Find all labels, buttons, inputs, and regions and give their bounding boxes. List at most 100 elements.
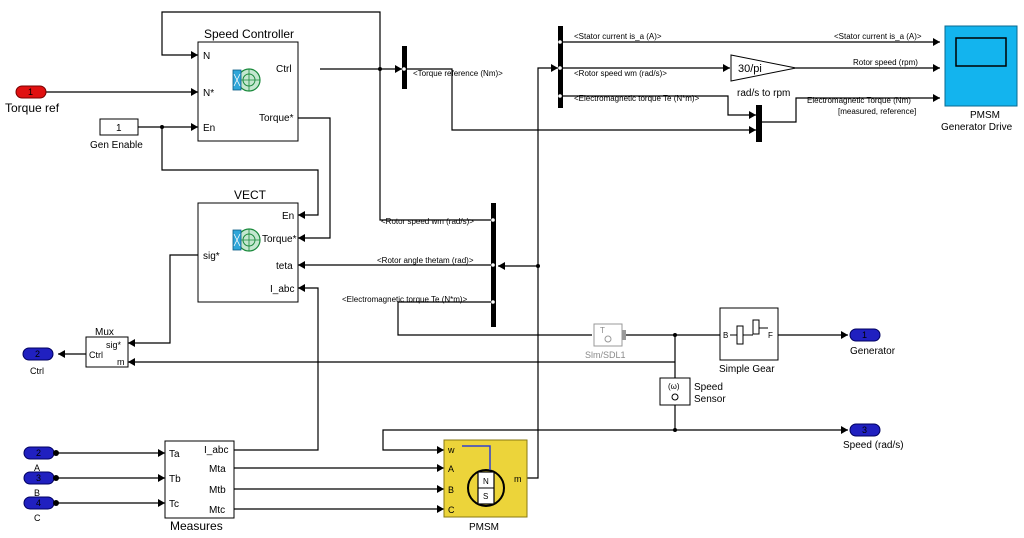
- svg-text:Tb: Tb: [169, 474, 181, 485]
- port-c[interactable]: 4 C: [23, 496, 59, 523]
- generator-label: Generator: [850, 346, 896, 357]
- motor-glyph-icon: [232, 228, 261, 252]
- gen-enable-constant[interactable]: 1 Gen Enable: [90, 118, 143, 151]
- arrowheads: [58, 38, 940, 513]
- svg-text:I_abc: I_abc: [270, 284, 294, 295]
- svg-text:S: S: [483, 492, 488, 501]
- svg-text:sig*: sig*: [106, 340, 122, 350]
- simple-gear-block[interactable]: B F Simple Gear: [719, 307, 779, 375]
- speed-sensor-label-1: Speed: [694, 382, 723, 393]
- gen-enable-label: Gen Enable: [90, 140, 143, 151]
- wire-bus-to-top-selector: [537, 67, 558, 266]
- mux-torque: [756, 105, 762, 142]
- speed-controller-title: Speed Controller: [204, 27, 294, 41]
- signal-torque-reference: <Torque reference (Nm)>: [413, 69, 503, 78]
- speed-sensor-label-2: Sensor: [694, 394, 726, 405]
- port-a[interactable]: 2 A: [23, 446, 59, 473]
- wire-em-torque-to-slm: [397, 301, 592, 336]
- vect-title: VECT: [234, 188, 267, 202]
- signal-stator-current-2: <Stator current is_a (A)>: [834, 32, 922, 41]
- svg-text:m: m: [117, 357, 125, 367]
- svg-text:w: w: [447, 445, 455, 455]
- measures-title: Measures: [170, 519, 223, 533]
- signal-em-torque-top: <Electromagnetic torque Te (N*m)>: [574, 94, 700, 103]
- signal-rotor-angle: <Rotor angle thetam (rad)>: [377, 256, 474, 265]
- pmsm-title: PMSM: [469, 522, 499, 533]
- svg-text:(ω): (ω): [668, 382, 680, 391]
- gain-block[interactable]: 30/pi rad/s to rpm: [730, 54, 797, 99]
- svg-text:Mta: Mta: [209, 464, 226, 475]
- wire-torque-ref-to-mux: [407, 68, 756, 131]
- svg-text:N: N: [483, 477, 489, 486]
- simple-gear-label: Simple Gear: [719, 364, 775, 375]
- vect-block[interactable]: VECT sig* En Torque* teta I_abc: [197, 188, 299, 303]
- svg-text:Ta: Ta: [169, 449, 180, 460]
- measures-block[interactable]: Measures Ta Tb Tc I_abc Mta Mtb Mtc: [164, 440, 235, 533]
- speed-controller-block[interactable]: Speed Controller N N* En Ctrl Torque*: [197, 27, 299, 142]
- signal-labels: <Torque reference (Nm)> <Stator current …: [342, 32, 922, 304]
- speed-port-label: Speed (rad/s): [843, 440, 904, 451]
- slm-sdl-block[interactable]: T Slm/SDL1: [585, 323, 626, 360]
- svg-text:B: B: [723, 331, 728, 340]
- svg-text:Ctrl: Ctrl: [276, 64, 292, 75]
- torque-ref-label: Torque ref: [5, 101, 60, 115]
- svg-text:1: 1: [116, 123, 122, 134]
- mux-block[interactable]: Mux sig* Ctrl m: [85, 327, 129, 368]
- gear-icon: [730, 319, 768, 345]
- port-b[interactable]: 3 B: [23, 471, 59, 498]
- port-a-label: A: [34, 463, 40, 473]
- wire-em-torque-to-mux: [563, 95, 756, 116]
- outport-ctrl[interactable]: 2 Ctrl: [22, 347, 54, 376]
- port-c-label: C: [34, 513, 41, 523]
- svg-text:30/pi: 30/pi: [738, 63, 762, 75]
- svg-text:En: En: [203, 123, 215, 134]
- svg-text:N: N: [203, 51, 210, 62]
- svg-text:C: C: [448, 505, 455, 515]
- wire-sensor-to-speed: [674, 405, 848, 431]
- svg-text:Mtc: Mtc: [209, 505, 225, 516]
- junction-dots: [160, 67, 677, 432]
- svg-text:Torque*: Torque*: [262, 234, 297, 245]
- svg-text:Mtb: Mtb: [209, 485, 226, 496]
- scope-block[interactable]: PMSM Generator Drive: [941, 25, 1018, 133]
- motor-glyph-icon: [232, 68, 261, 92]
- svg-text:2: 2: [35, 349, 40, 359]
- scope-label-2: Generator Drive: [941, 122, 1013, 133]
- wire-torque-mux-to-scope: [762, 97, 940, 123]
- signal-em-torque-measured-1: Electromagnetic Torque (Nm): [807, 96, 911, 105]
- gain-label: rad/s to rpm: [737, 88, 790, 99]
- svg-text:1: 1: [28, 87, 33, 97]
- svg-text:N*: N*: [203, 88, 214, 99]
- port-generator[interactable]: 1 Generator: [849, 328, 896, 357]
- svg-text:1: 1: [862, 330, 867, 340]
- wire-torque-to-vect: [298, 117, 331, 239]
- signal-em-torque-measured-2: [measured, reference]: [838, 107, 916, 116]
- svg-text:A: A: [448, 464, 454, 474]
- speed-sensor-block[interactable]: (ω) Speed Sensor: [659, 377, 726, 406]
- svg-text:4: 4: [36, 498, 41, 508]
- mux-title: Mux: [95, 327, 114, 338]
- pmsm-motor-icon: N S: [462, 445, 505, 507]
- svg-text:sig*: sig*: [203, 251, 220, 262]
- wire-iabc-to-vect: [234, 287, 319, 451]
- outport-speed[interactable]: 3 Speed (rad/s): [843, 423, 904, 451]
- slm-label: Slm/SDL1: [585, 350, 626, 360]
- svg-text:F: F: [768, 331, 773, 340]
- svg-text:Torque*: Torque*: [259, 113, 294, 124]
- svg-text:2: 2: [36, 448, 41, 458]
- ctrl-port-label: Ctrl: [30, 366, 44, 376]
- svg-text:I_abc: I_abc: [204, 445, 228, 456]
- svg-text:B: B: [448, 485, 454, 495]
- svg-text:3: 3: [36, 473, 41, 483]
- svg-text:m: m: [514, 474, 522, 484]
- bus-bars: [402, 26, 762, 327]
- svg-text:T: T: [600, 326, 605, 335]
- svg-text:En: En: [282, 211, 294, 222]
- pmsm-block[interactable]: w A B C m N S PMSM: [443, 439, 528, 533]
- wire-ctrl-to-rotor-bus: [379, 69, 491, 221]
- wire-genenable-to-vect-en: [161, 127, 319, 216]
- inport-torque-ref[interactable]: 1 Torque ref: [5, 85, 60, 115]
- scope-label-1: PMSM: [970, 110, 1000, 121]
